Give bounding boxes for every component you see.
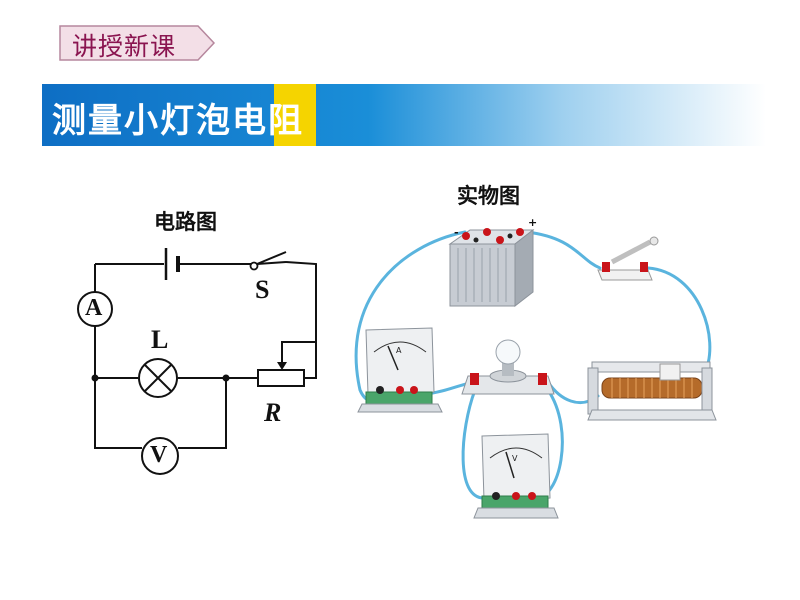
battery-plus-sign: + xyxy=(528,216,538,229)
ammeter-device xyxy=(357,327,443,413)
switch-label: S xyxy=(255,275,270,304)
switch-symbol xyxy=(249,251,287,271)
voltmeter-device xyxy=(473,433,559,519)
rheostat-label: R xyxy=(264,398,282,427)
voltmeter-letter: V xyxy=(150,442,168,468)
title-banner: 测量小灯泡电阻 xyxy=(42,84,766,146)
banner-accent xyxy=(274,84,316,146)
ammeter-symbol xyxy=(77,291,113,327)
lamp-symbol xyxy=(138,358,178,398)
battery-minus-sign: - xyxy=(454,226,459,239)
battery-symbol xyxy=(164,248,180,280)
physical-diagram-title: 实物图 xyxy=(457,184,520,208)
battery-pack xyxy=(448,228,535,308)
lamp-device xyxy=(461,339,555,395)
rheostat-device xyxy=(587,361,717,421)
ammeter-letter: A xyxy=(85,295,103,321)
voltmeter-symbol xyxy=(141,437,179,475)
voltmeter-dial-letter: V xyxy=(512,454,518,463)
section-tag-label: 讲授新课 xyxy=(72,32,177,61)
ammeter-dial-letter: A xyxy=(396,346,402,355)
junction-dot xyxy=(222,374,230,382)
page-title: 测量小灯泡电阻 xyxy=(52,101,304,141)
rheostat-symbol xyxy=(257,360,305,387)
section-tag: 讲授新课 xyxy=(58,22,218,64)
knife-switch xyxy=(597,236,659,281)
junction-dot xyxy=(91,374,99,382)
lamp-label: L xyxy=(151,325,169,354)
circuit-diagram-title: 电路图 xyxy=(154,210,217,234)
